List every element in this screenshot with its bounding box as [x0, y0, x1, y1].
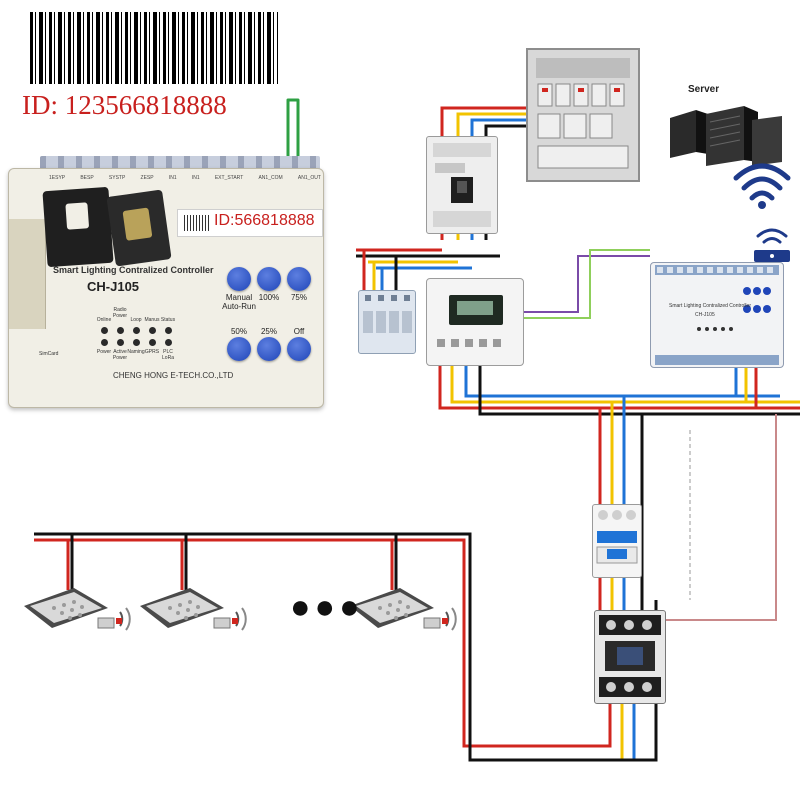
secondary-controller: Smart Lighting Contralized Controller CH…: [650, 262, 784, 368]
terminal-label: IN1: [191, 175, 200, 181]
main-circuit-breaker: [426, 136, 498, 234]
led-indicator: [165, 339, 172, 346]
led-indicator: [101, 339, 108, 346]
terminal-label: AN1_OUT: [297, 175, 321, 181]
energy-meter: [426, 278, 524, 366]
led-indicator: [149, 327, 156, 334]
more-lights-ellipsis: ●●●: [290, 588, 364, 626]
wire-pink: [664, 414, 777, 621]
brightness-100-button[interactable]: [257, 267, 281, 291]
terminal-block-left: [9, 219, 46, 329]
wire-red-bottom: [34, 538, 612, 748]
wire-blue-meter: [464, 364, 780, 398]
main-controller: 1ESYP BESP SYSTP ZESP IN1 IN1 EXT_START …: [8, 168, 324, 408]
led-indicator: [165, 327, 172, 334]
led-label: Status: [160, 317, 176, 323]
brightness-50-button[interactable]: [227, 337, 251, 361]
button-label: 25%: [260, 327, 277, 336]
led-label: Online: [96, 317, 112, 323]
button-label: 75%: [290, 293, 307, 302]
button-label: Off: [293, 327, 305, 336]
server-label: Server: [688, 84, 720, 95]
barcode-image: [30, 12, 278, 84]
terminal-label: SYSTP: [108, 175, 126, 181]
led-label: Loop: [130, 317, 142, 323]
terminal-strip: 1ESYP BESP SYSTP ZESP IN1 IN1 EXT_START …: [49, 171, 321, 185]
led-label: GPRS: [144, 349, 160, 355]
ac-contactor: [594, 610, 666, 704]
distribution-cabinet: [526, 48, 640, 182]
wire-purple: [520, 255, 650, 313]
miniature-circuit-breaker: [592, 504, 642, 578]
button-label: 100%: [258, 293, 280, 302]
controller-title: Smart Lighting Contralized Controller: [53, 265, 214, 275]
wire-yellow-meter: [450, 364, 800, 404]
secondary-controller-title: Smart Lighting Contralized Controller: [669, 303, 751, 309]
led-label: Naming: [127, 349, 145, 355]
gateway-antenna-icon: [754, 228, 790, 262]
simcard-label: SimCard: [39, 351, 59, 357]
button-label: 50%: [230, 327, 247, 336]
brightness-25-button[interactable]: [257, 337, 281, 361]
wire-green: [520, 249, 650, 319]
led-indicator: [133, 339, 140, 346]
controller-id-label: ID:566818888: [177, 209, 323, 237]
residual-current-device: [358, 290, 416, 354]
led-label: Power: [96, 349, 112, 355]
server-rack-icon: [670, 106, 782, 166]
wire-red-meter: [438, 364, 800, 410]
secondary-controller-model: CH-J105: [695, 312, 715, 318]
terminal-label: BESP: [80, 175, 94, 181]
sim-chip-icon: [122, 207, 153, 241]
led-label: Manus: [144, 317, 160, 323]
street-light-3: [350, 588, 457, 631]
manual-auto-run-button[interactable]: [227, 267, 251, 291]
brightness-75-button[interactable]: [287, 267, 311, 291]
street-light-2: [140, 588, 247, 631]
controller-model: CH-J105: [87, 279, 140, 294]
led-indicator: [133, 327, 140, 334]
off-button[interactable]: [287, 337, 311, 361]
terminal-label: 1ESYP: [49, 175, 66, 181]
led-indicator: [149, 339, 156, 346]
led-indicator: [101, 327, 108, 334]
barcode-id-text: ID: 123566818888: [22, 90, 227, 120]
sim-card: [106, 189, 172, 267]
controller-id-text: ID:566818888: [214, 212, 315, 229]
led-label: Radio Power: [112, 307, 128, 319]
button-label: Manual Auto-Run: [222, 293, 256, 311]
wire-black-bottom: [34, 532, 658, 762]
led-label: PLC LoRa: [162, 349, 174, 361]
company-name: CHENG HONG E-TECH.CO.,LTD: [113, 371, 234, 380]
led-label: Active Power: [112, 349, 128, 361]
led-indicator: [117, 327, 124, 334]
terminal-label: EXT_START: [214, 175, 244, 181]
sim-card-holder: [42, 186, 114, 268]
terminal-label: IN1: [168, 175, 177, 181]
terminal-label: AN1_COM: [258, 175, 283, 181]
street-light-1: [24, 588, 131, 631]
wire-black-meter: [478, 364, 800, 416]
wireless-signal-icon: [733, 163, 791, 209]
terminal-label: ZESP: [140, 175, 154, 181]
mini-barcode: [184, 215, 210, 231]
led-indicator: [117, 339, 124, 346]
